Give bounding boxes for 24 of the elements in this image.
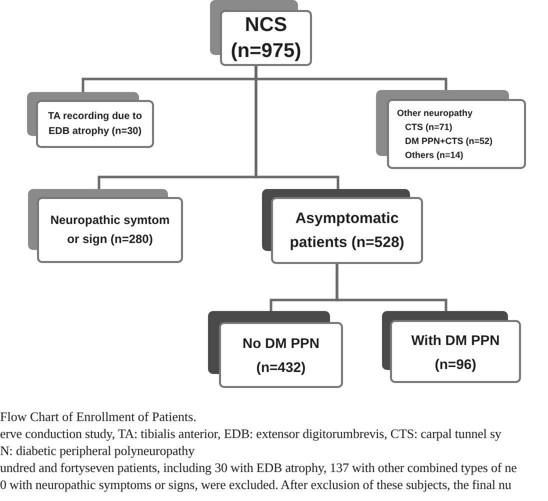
box-text: No DM PPN (n=432) bbox=[242, 334, 320, 377]
box-text: Neuropathic symtom or sign (n=280) bbox=[49, 212, 171, 248]
process-box bbox=[271, 197, 423, 264]
box-text: NCS (n=975) bbox=[230, 13, 302, 64]
list-item: Others (n=14) bbox=[404, 149, 464, 162]
connector-line bbox=[336, 264, 448, 311]
caption: Flow Chart of Enrollment of Patients. bbox=[0, 408, 196, 425]
list-item: CTS (n=71) bbox=[404, 121, 452, 134]
caption-text: 0 with neuropathic symptoms or signs, were excluded. After exclusion of these subjects, the final nu bbox=[0, 476, 512, 493]
process-box bbox=[37, 197, 183, 263]
box-text: Other neuropathy bbox=[397, 107, 473, 120]
caption-text: N: diabetic peripheral polyneuropathy bbox=[0, 442, 194, 459]
process-box bbox=[390, 320, 521, 383]
process-box bbox=[387, 99, 526, 169]
process-box bbox=[36, 100, 154, 148]
connector-line bbox=[254, 66, 340, 189]
process-box bbox=[219, 322, 343, 388]
process-box bbox=[220, 10, 312, 66]
box-text: With DM PPN (n=96) bbox=[410, 330, 501, 374]
box-text: Asymptomatic patients (n=528) bbox=[288, 208, 406, 252]
caption-text: undred and fortyseven patients, including 30 with EDB atrophy, 137 with other combined types of ne bbox=[0, 459, 517, 476]
box-text: TA recording due to EDB atrophy (n=30) bbox=[47, 110, 143, 139]
caption-text: erve conduction study, TA: tibialis anterior, EDB: extensor digitorumbrevis, CTS: carpal tunnel sy bbox=[0, 425, 502, 442]
list-item: DM PPN+CTS (n=52) bbox=[404, 135, 493, 148]
